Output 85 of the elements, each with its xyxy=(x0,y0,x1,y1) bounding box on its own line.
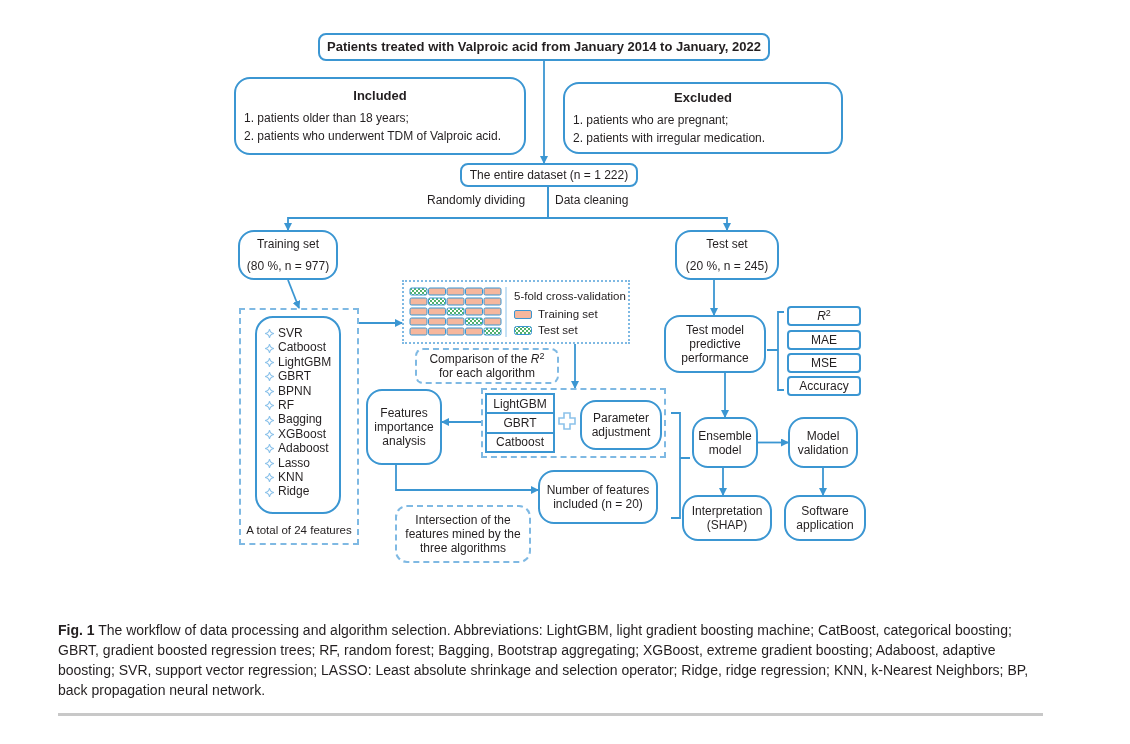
node-text: Test set xyxy=(706,237,748,251)
criteria-item: 1. patients who are pregnant; xyxy=(573,113,730,127)
criteria-box xyxy=(563,82,843,154)
note-box xyxy=(395,505,531,563)
node-text: Interpretation (SHAP) xyxy=(690,504,764,532)
node-text: Patients treated with Valproic acid from January 2014 to January, 2022 xyxy=(327,40,761,54)
metric-box xyxy=(787,330,861,350)
arrow xyxy=(287,279,301,309)
node-text: Ensemble model xyxy=(698,428,752,457)
node-text: Number of features included (n = 20) xyxy=(545,483,651,511)
node-text: (20 %, n = 245) xyxy=(685,259,769,273)
node-text: (80 %, n = 977) xyxy=(246,259,330,273)
algorithm-name: KNN xyxy=(278,471,304,485)
algorithm-name: Catboost xyxy=(278,341,327,355)
node-text: Features importance analysis xyxy=(373,406,435,448)
criteria-item: 2. patients who underwent TDM of Valproic acid. xyxy=(244,129,503,143)
node-text: Comparison of the R$^{2}$ for each algorithm xyxy=(428,352,546,380)
model-name: Catboost xyxy=(495,434,545,451)
arrow xyxy=(819,467,827,496)
algorithm-name: LightGBM xyxy=(278,355,332,370)
algorithm-panel xyxy=(239,308,359,545)
process-box xyxy=(238,230,338,280)
arrow xyxy=(710,279,718,316)
algorithm-name: Ridge xyxy=(278,485,310,499)
legend-label: Training set xyxy=(538,307,598,321)
algorithm-name: GBRT xyxy=(278,370,312,384)
figure-caption: Fig. 1 The workflow of data processing and algorithm selection. Abbreviations: LightGBM, light gradient boosting machine; CatBoost, categorical boosting; GBRT, gradient boosted regression trees; RF, random forest; Bagging, Bootstrap aggregating; XGBoost, extreme gradient boosting; Adaboost, adaptive boosting; SVR, support vector regression; LASSO: Least absolute shrinkage and selection operator; Ridge, ridge regression; KNN, k-Nearest Neighbors; BP, back propagation neural network. xyxy=(58,621,1030,700)
box-heading: Excluded xyxy=(673,91,733,105)
algorithm-name: Adaboost xyxy=(278,442,329,456)
title-box xyxy=(318,33,770,61)
process-box xyxy=(366,389,442,465)
node-text: Test model predictive performance xyxy=(680,323,750,365)
arrow xyxy=(358,319,403,327)
algorithm-name: Bagging xyxy=(278,413,323,427)
metric-box xyxy=(787,376,861,396)
arrow xyxy=(441,418,482,426)
note-box xyxy=(415,348,559,384)
arrow xyxy=(540,60,548,164)
node-text: Software application xyxy=(795,504,855,532)
model-name: LightGBM xyxy=(487,395,553,415)
process-box xyxy=(460,163,638,187)
process-box xyxy=(675,230,779,280)
process-box xyxy=(692,417,758,468)
algorithm-name: XGBoost xyxy=(278,427,327,442)
process-box xyxy=(784,495,866,541)
criteria-item: 2. patients with irregular medication. xyxy=(573,131,767,145)
cross-validation-panel xyxy=(402,280,630,344)
annotation-text: Data cleaning xyxy=(555,193,629,207)
model-stack xyxy=(485,393,555,453)
panel-heading: 5-fold cross-validation xyxy=(514,289,626,303)
algorithm-list xyxy=(255,316,341,514)
annotation-text: Randomly dividing xyxy=(427,193,526,207)
arrow xyxy=(571,343,579,389)
process-box xyxy=(664,315,766,373)
node-text: Training set xyxy=(256,237,320,251)
arrow xyxy=(719,467,727,496)
arrow xyxy=(547,186,731,231)
algorithm-name: RF xyxy=(278,399,294,413)
model-name: GBRT xyxy=(487,414,553,434)
node-text: Model validation xyxy=(796,428,850,457)
arrow xyxy=(721,372,729,418)
node-text: MAE xyxy=(811,333,837,347)
node-text: Parameter adjustment xyxy=(590,411,652,439)
selected-model-panel xyxy=(481,388,666,458)
arrow xyxy=(757,438,789,447)
algorithm-name: BPNN xyxy=(278,384,312,399)
process-box xyxy=(788,417,858,468)
metric-box xyxy=(787,353,861,373)
node-text: Accuracy xyxy=(799,379,849,393)
node-text: Intersection of the features mined by the three algorithms xyxy=(404,513,522,555)
process-box xyxy=(580,400,662,450)
box-heading: Included xyxy=(352,89,408,103)
algorithm-name: Lasso xyxy=(278,456,311,471)
legend-label: Test set xyxy=(538,323,578,337)
metric-box xyxy=(787,306,861,326)
process-box xyxy=(682,495,772,541)
panel-caption: A total of 24 features xyxy=(245,523,353,537)
node-text: The entire dataset (n = 1 222) xyxy=(469,168,629,182)
process-box xyxy=(538,470,658,524)
node-text: MSE xyxy=(811,356,837,370)
criteria-item: 1. patients older than 18 years; xyxy=(244,111,410,125)
algorithm-name: SVR xyxy=(278,327,303,341)
node-text: R$^{2}$ xyxy=(817,309,831,323)
arrow xyxy=(395,464,539,494)
criteria-box xyxy=(234,77,526,155)
